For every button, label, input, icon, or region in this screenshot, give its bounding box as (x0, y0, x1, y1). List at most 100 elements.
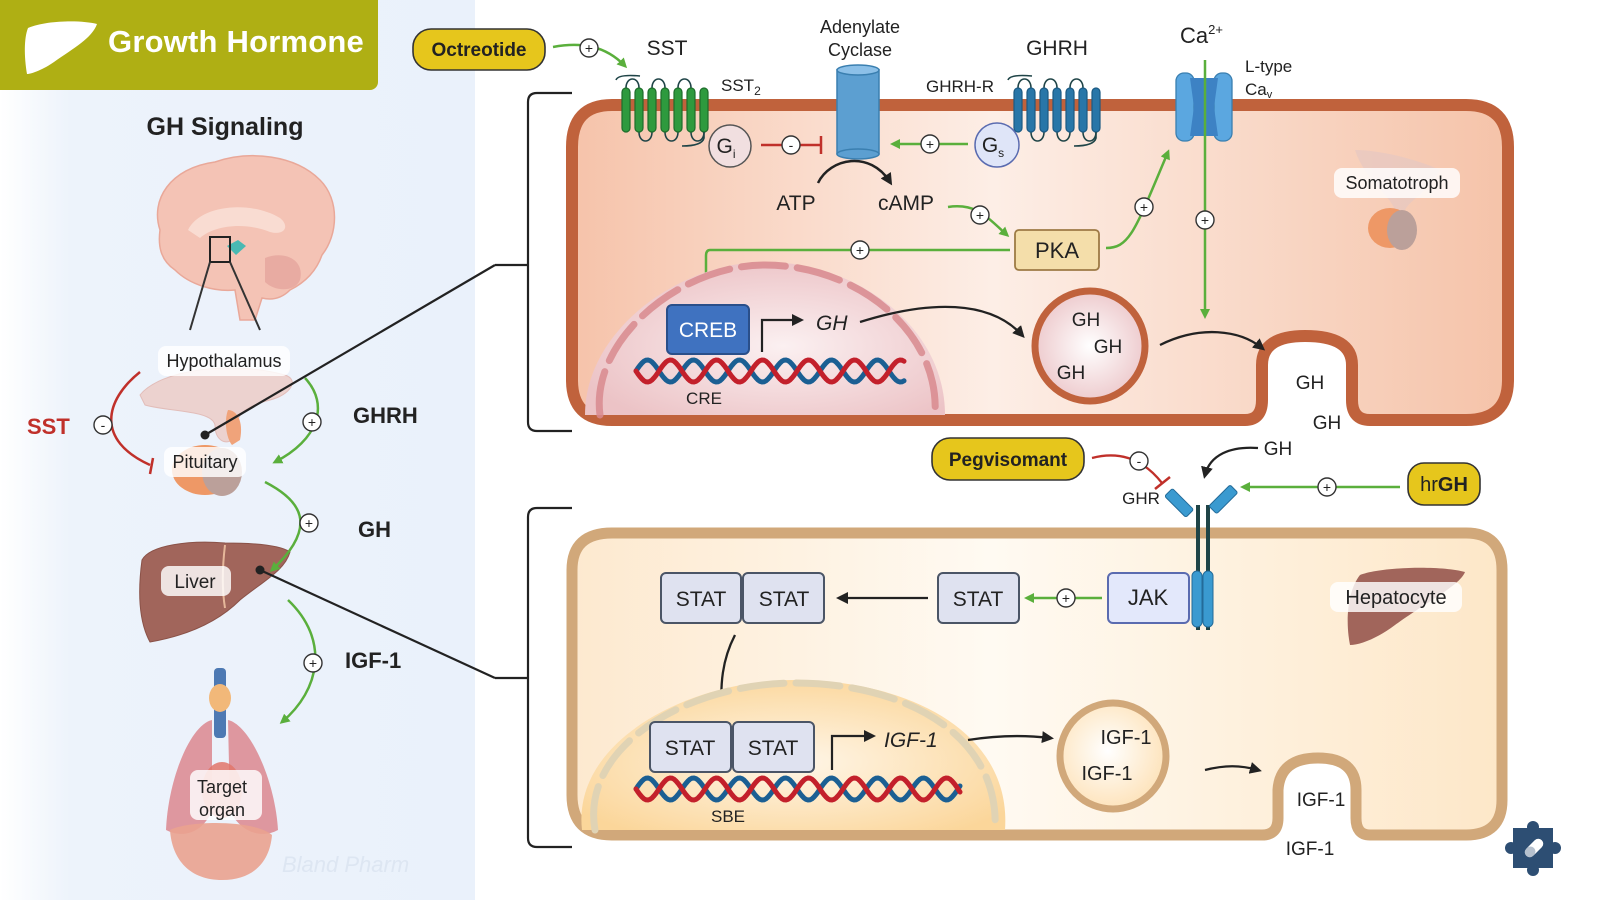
brain-illustration (156, 155, 336, 321)
svg-text:CREB: CREB (679, 319, 737, 342)
igf1-vesicle: IGF-1 IGF-1 (1056, 699, 1170, 813)
ghrh-ligand-label: GHRH (1026, 37, 1088, 60)
plus-sign: + (299, 513, 319, 533)
sst-hormone-label: SST (27, 414, 70, 439)
svg-text:IGF-1: IGF-1 (1100, 727, 1151, 749)
secreted-igf1: IGF-1 (1286, 839, 1335, 860)
nuclear-stat-dimer: STAT STAT (649, 721, 815, 773)
adenylate-cyclase-label: Adenylate (820, 17, 900, 37)
svg-text:PKA: PKA (1035, 238, 1079, 263)
l-type-channel-label-2: Cav (1245, 80, 1273, 101)
stat-dimer: STAT STAT (660, 572, 825, 624)
gh-vesicle: GH GH GH (1031, 287, 1149, 405)
transcription-start-arrow (830, 730, 876, 770)
growth-hormone-receptor (1164, 485, 1238, 630)
svg-text:GH: GH (1094, 337, 1123, 358)
hypothalamus-label: Hypothalamus (158, 346, 290, 376)
svg-text:hrGH: hrGH (1420, 474, 1468, 496)
svg-text:+: + (976, 207, 984, 223)
zoom-line-left (189, 261, 211, 331)
secreted-igf1: IGF-1 (1297, 790, 1346, 811)
svg-text:Target: Target (197, 777, 247, 797)
svg-text:Gs: Gs (982, 134, 1004, 160)
svg-text:JAK: JAK (1128, 585, 1169, 610)
pituitary-label: Pituitary (164, 447, 246, 477)
igf1-exocytosis-arrow (1204, 762, 1262, 774)
l-type-channel-label: L-type (1245, 57, 1292, 76)
dna-helix (633, 775, 963, 803)
page-title: Growth Hormone (108, 24, 364, 59)
hepatocyte-label: Hepatocyte (1330, 582, 1462, 612)
plus-sign: + (1134, 197, 1154, 217)
gh-transport-arrow (859, 305, 1025, 338)
gs-protein: Gs (974, 122, 1020, 168)
camp-label: cAMP (878, 192, 934, 215)
transcription-start-arrow (760, 314, 804, 352)
extracellular-gh: GH (1264, 439, 1293, 460)
plus-sign: + (920, 134, 940, 154)
zoom-box (209, 236, 231, 263)
plus-sign: + (1056, 588, 1076, 608)
title-bar: Growth Hormone (0, 0, 378, 90)
svg-text:STAT: STAT (665, 737, 716, 760)
svg-text:+: + (585, 40, 593, 56)
pka-to-channel-arrow (1105, 149, 1170, 250)
svg-text:Pegvisomant: Pegvisomant (949, 450, 1068, 471)
liver-callout-dot (255, 565, 265, 575)
svg-text:STAT: STAT (953, 588, 1004, 611)
octreotide-drug: Octreotide (412, 28, 546, 71)
pegvisomant-inhibition-line (1091, 454, 1163, 484)
svg-text:Pituitary: Pituitary (172, 452, 237, 472)
svg-text:GH: GH (1057, 363, 1086, 384)
gi-protein: Gi (708, 124, 752, 168)
stat-monomer: STAT (937, 572, 1020, 624)
svg-text:+: + (305, 515, 313, 531)
gh-hormone-label: GH (358, 517, 391, 542)
svg-text:-: - (101, 417, 106, 433)
zoom-line-right (229, 261, 261, 331)
inhibition-bar (148, 457, 155, 475)
plus-sign: + (579, 38, 599, 58)
pegvisomant-drug: Pegvisomant (931, 437, 1085, 481)
gh-gene-label: GH (816, 312, 848, 335)
svg-text:+: + (1062, 590, 1070, 606)
plus-sign: + (1317, 477, 1337, 497)
ghrh-receptor (1007, 74, 1101, 147)
gh-binding-arrow (1201, 446, 1259, 479)
secreted-gh: GH (1296, 373, 1325, 394)
inhibition-bar (1154, 476, 1171, 490)
svg-text:Somatotroph: Somatotroph (1345, 173, 1448, 193)
svg-text:-: - (1137, 453, 1142, 469)
liver-icon (24, 21, 98, 75)
svg-text:Hepatocyte: Hepatocyte (1345, 587, 1446, 609)
sst2-receptor (615, 74, 709, 147)
minus-sign: - (781, 135, 801, 155)
puzzle-pill-icon (1505, 821, 1561, 876)
igf1-gene-label: IGF-1 (884, 729, 938, 752)
svg-text:organ: organ (199, 800, 245, 820)
ghr-label: GHR (1122, 489, 1160, 508)
pituitary-callout-line (204, 264, 496, 436)
target-organ-label: Target organ (190, 770, 262, 820)
somatotroph-label: Somatotroph (1334, 168, 1460, 198)
adenylate-cyclase (836, 64, 880, 160)
sbe-label: SBE (711, 807, 745, 826)
igf1-hormone-label: IGF-1 (345, 648, 401, 673)
watermark: Bland Pharm (282, 852, 409, 877)
pka-box: PKA (1014, 229, 1100, 271)
svg-text:STAT: STAT (748, 737, 799, 760)
svg-text:Gi: Gi (716, 135, 735, 161)
calcium-label: Ca2+ (1180, 22, 1223, 48)
svg-text:+: + (1323, 479, 1331, 495)
svg-text:+: + (309, 655, 317, 671)
svg-text:GH: GH (1072, 310, 1101, 331)
sst-ligand-label: SST (647, 37, 688, 60)
jak-box: JAK (1107, 572, 1190, 624)
section-subtitle: GH Signaling (146, 113, 304, 141)
somatotroph-bracket (526, 91, 572, 433)
svg-text:-: - (789, 137, 794, 153)
cre-label: CRE (686, 389, 722, 408)
plus-sign: + (303, 653, 323, 673)
plus-sign: + (302, 412, 322, 432)
